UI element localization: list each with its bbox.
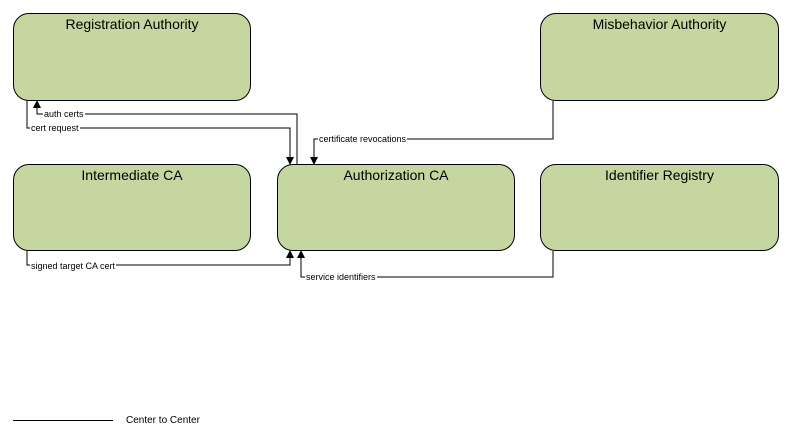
node-identifier-registry[interactable]: Identifier Registry [540, 164, 779, 251]
node-registration-authority-label: Registration Authority [65, 16, 199, 32]
flow-service-identifiers-line [297, 250, 554, 278]
legend-label-center-to-center: Center to Center [126, 415, 200, 426]
node-intermediate-ca[interactable]: Intermediate CA [13, 164, 251, 251]
flow-signed-target-ca-cert-line [26, 250, 294, 266]
node-authorization-ca-label: Authorization CA [343, 167, 449, 183]
node-registration-authority[interactable]: Registration Authority [13, 13, 251, 101]
node-authorization-ca[interactable]: Authorization CA [277, 164, 515, 251]
node-identifier-registry-label: Identifier Registry [605, 167, 714, 183]
flow-signed-target-ca-cert-label[interactable]: signed target CA cert [30, 261, 117, 271]
flow-cert-request-label[interactable]: cert request [30, 123, 80, 133]
flow-cert-request-line [26, 101, 294, 165]
flow-certificate-revocations-line [310, 101, 554, 165]
node-intermediate-ca-label: Intermediate CA [81, 167, 183, 183]
flow-auth-certs-line [33, 100, 298, 164]
flow-auth-certs-label[interactable]: auth certs [43, 109, 85, 119]
node-misbehavior-authority[interactable]: Misbehavior Authority [540, 13, 779, 101]
flow-certificate-revocations-label[interactable]: certificate revocations [318, 134, 408, 144]
node-misbehavior-authority-label: Misbehavior Authority [592, 16, 727, 32]
legend-line-center-to-center [13, 420, 113, 421]
flow-service-identifiers-label[interactable]: service identifiers [305, 272, 377, 282]
